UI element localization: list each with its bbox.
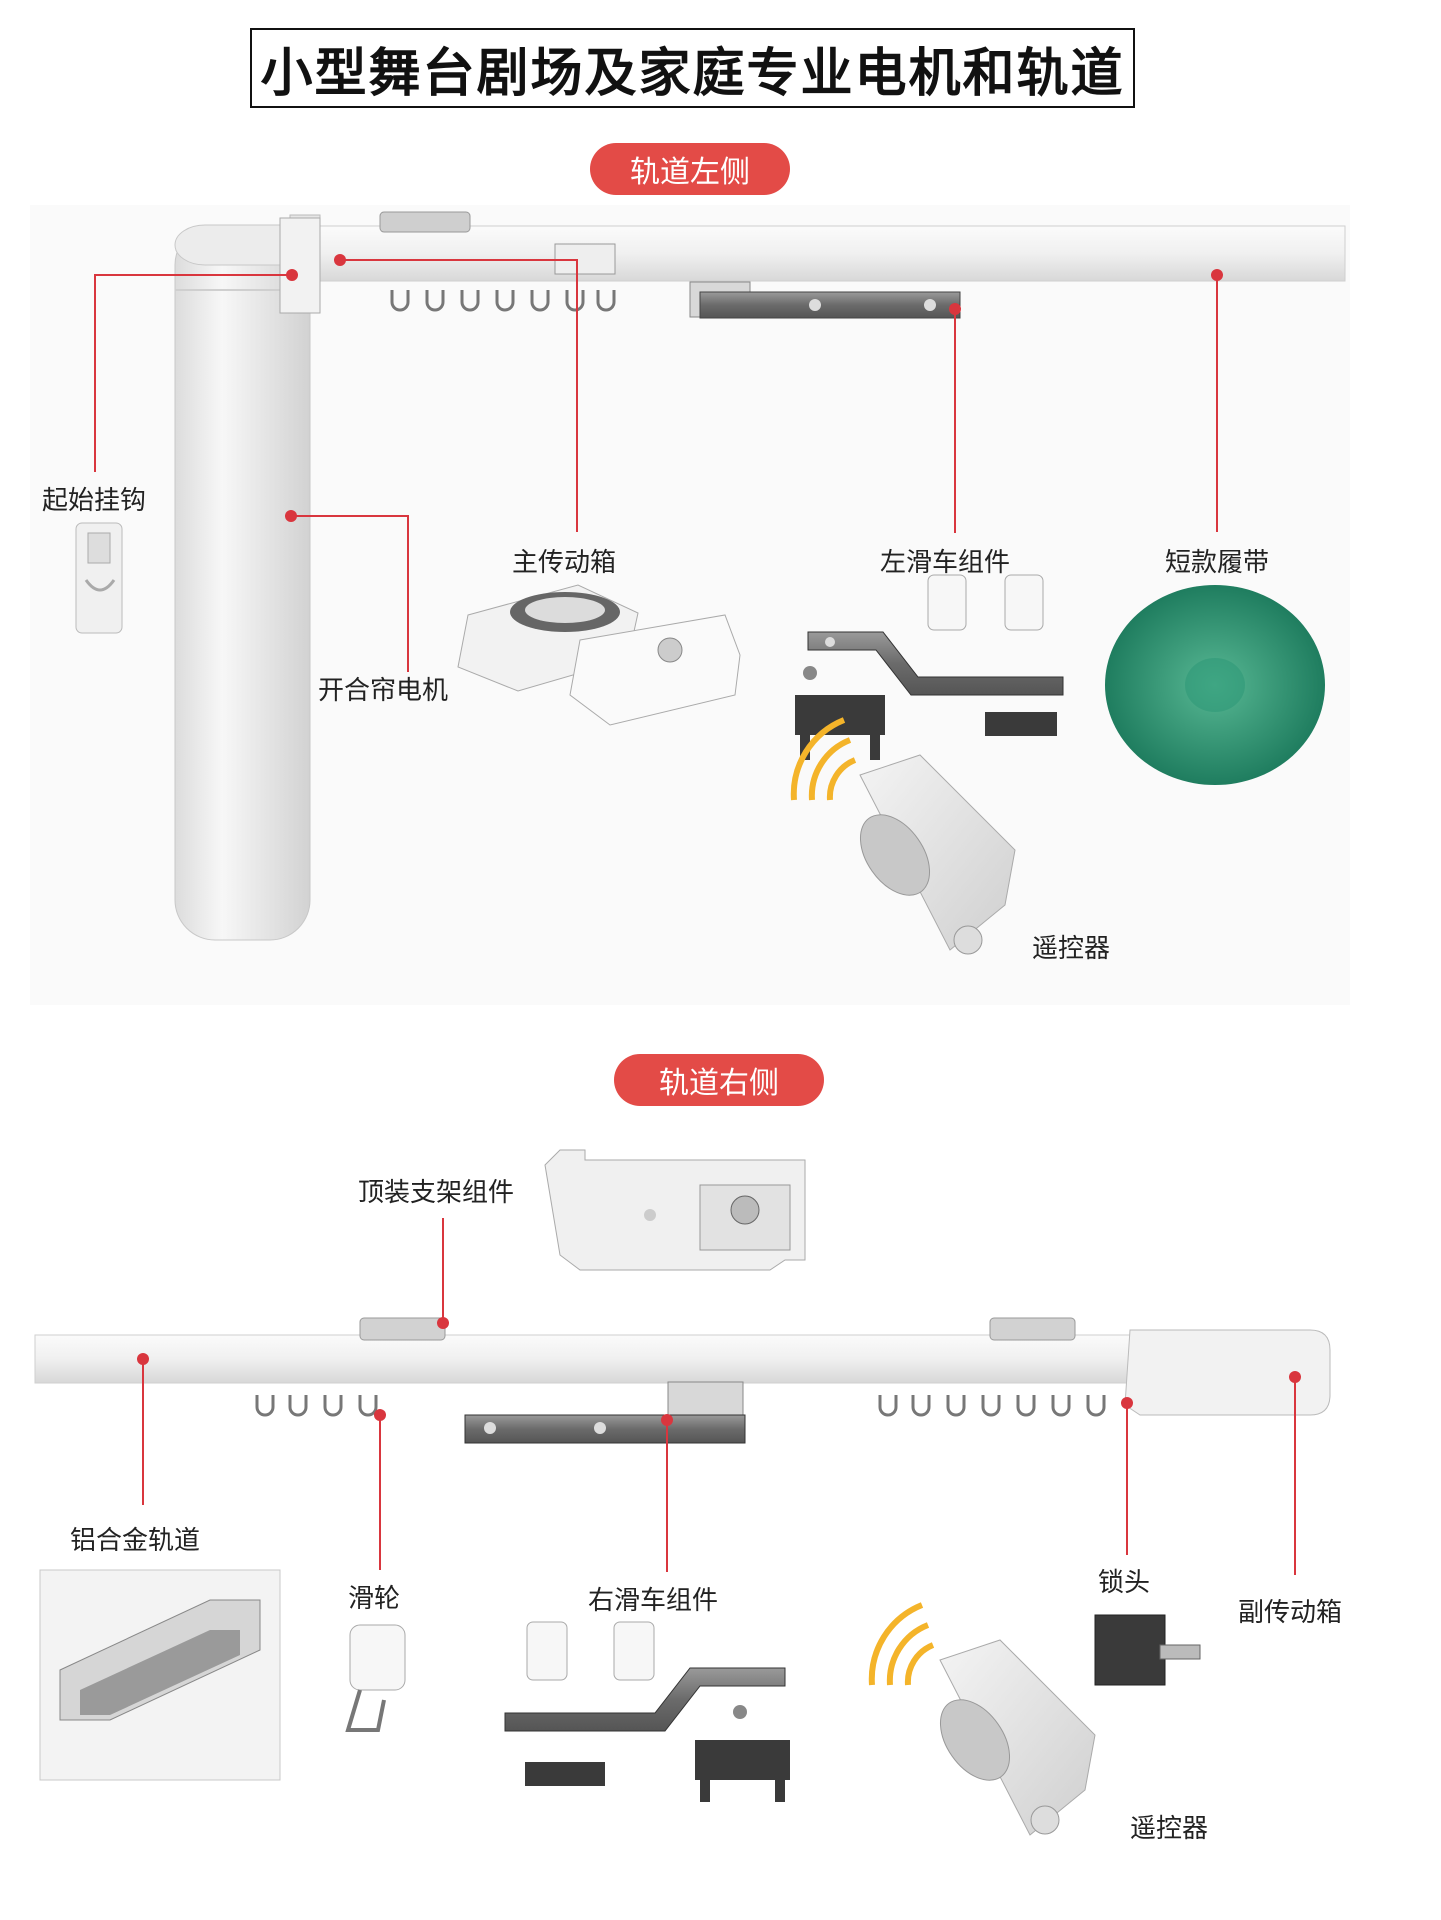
label-main-gearbox: 主传动箱	[512, 548, 617, 578]
label-motor: 开合帘电机	[318, 676, 449, 706]
label-left-remote: 遥控器	[1032, 934, 1111, 964]
right-leader-lines	[142, 1218, 1296, 1575]
lock-image	[1094, 1614, 1201, 1686]
start-hook-image	[75, 522, 123, 634]
right-track	[34, 1317, 1331, 1416]
left-track-carriage	[689, 281, 961, 319]
short-belt-image	[1105, 585, 1325, 785]
label-lock: 锁头	[1098, 1568, 1151, 1598]
label-right-remote: 遥控器	[1130, 1814, 1209, 1844]
left-carriage-image	[795, 574, 1064, 760]
left-leader-lines	[94, 259, 1218, 672]
left-track-pulleys	[390, 290, 616, 312]
label-pulley: 滑轮	[348, 1584, 401, 1614]
label-aluminum-track: 铝合金轨道	[70, 1526, 201, 1556]
title-box: 小型舞台剧场及家庭专业电机和轨道	[250, 28, 1135, 108]
right-remote-image	[868, 1602, 1096, 1836]
section-left-pill: 轨道左侧	[590, 143, 790, 195]
section-right-pill: 轨道右侧	[614, 1054, 824, 1106]
label-short-belt: 短款履带	[1165, 548, 1270, 578]
label-right-carriage: 右滑车组件	[588, 1586, 719, 1616]
label-start-hook: 起始挂钩	[42, 486, 147, 516]
main-gearbox-image	[457, 584, 741, 726]
label-left-carriage: 左滑车组件	[880, 548, 1011, 578]
right-track-pulleys	[255, 1395, 1106, 1417]
right-leader-dots	[137, 1317, 1301, 1426]
left-remote-image	[790, 717, 1016, 955]
ceiling-bracket-image	[544, 1149, 806, 1271]
page-title: 小型舞台剧场及家庭专业电机和轨道	[260, 43, 1125, 104]
aluminum-track-image	[39, 1569, 281, 1781]
right-track-carriage	[464, 1381, 746, 1444]
motor-image	[174, 217, 321, 941]
label-ceiling-bracket: 顶装支架组件	[358, 1178, 515, 1208]
label-sub-gearbox: 副传动箱	[1238, 1598, 1343, 1628]
pulley-image	[345, 1624, 406, 1732]
left-leader-dots	[285, 254, 1223, 522]
right-carriage-image	[504, 1621, 790, 1802]
